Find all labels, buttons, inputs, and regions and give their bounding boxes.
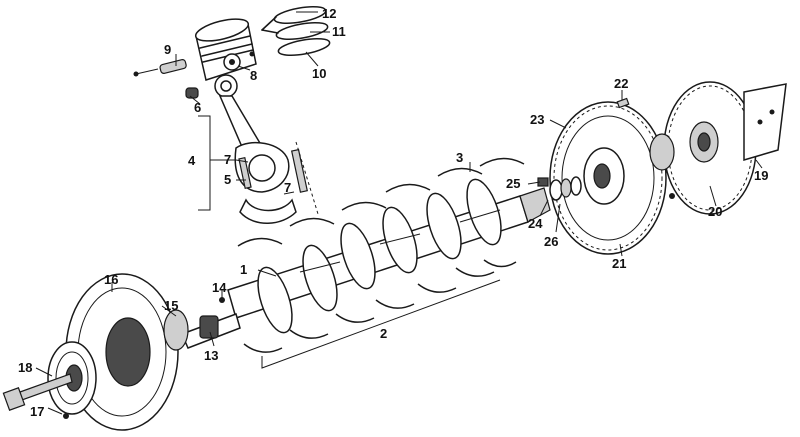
- label-14: 14: [212, 280, 227, 295]
- label-17: 17: [30, 404, 44, 419]
- label-16: 16: [104, 272, 118, 287]
- label-22: 22: [614, 76, 628, 91]
- label-3: 3: [456, 150, 463, 165]
- piston-rings: [261, 6, 331, 56]
- label-5: 5: [224, 172, 231, 187]
- label-18: 18: [18, 360, 32, 375]
- label-26: 26: [544, 234, 558, 249]
- lower-bearing-shells: [243, 259, 517, 353]
- bracket-4: [198, 115, 211, 211]
- label-4: 4: [188, 153, 196, 168]
- piston: [194, 18, 257, 81]
- bracket-2: [261, 279, 501, 369]
- drive-plate: [649, 81, 787, 215]
- hub-and-key: [63, 297, 225, 419]
- label-6: 6: [194, 100, 201, 115]
- connecting-rod: [185, 74, 319, 224]
- label-9: 9: [164, 42, 171, 57]
- label-15: 15: [164, 298, 178, 313]
- upper-bearing-shells: [237, 157, 525, 247]
- label-12: 12: [322, 6, 336, 21]
- label-23: 23: [530, 112, 544, 127]
- label-1: 1: [240, 262, 247, 277]
- label-2: 2: [380, 326, 387, 341]
- label-7: 7: [224, 152, 231, 167]
- label-24: 24: [528, 216, 543, 231]
- label-21: 21: [612, 256, 626, 271]
- crankshaft: [180, 178, 551, 349]
- crank-bolt: [2, 373, 73, 411]
- pulley: [47, 341, 97, 415]
- label-10: 10: [312, 66, 326, 81]
- label-19: 19: [754, 168, 768, 183]
- label-13: 13: [204, 348, 218, 363]
- wrist-pin: [133, 51, 255, 77]
- label-25: 25: [506, 176, 520, 191]
- label-20: 20: [708, 204, 722, 219]
- pilot-bearing: [537, 97, 630, 201]
- label-8: 8: [250, 68, 257, 83]
- leader-lines: [35, 11, 763, 415]
- label-7-secondary: 7: [284, 180, 291, 195]
- label-11: 11: [332, 24, 346, 39]
- flywheel: [549, 101, 667, 255]
